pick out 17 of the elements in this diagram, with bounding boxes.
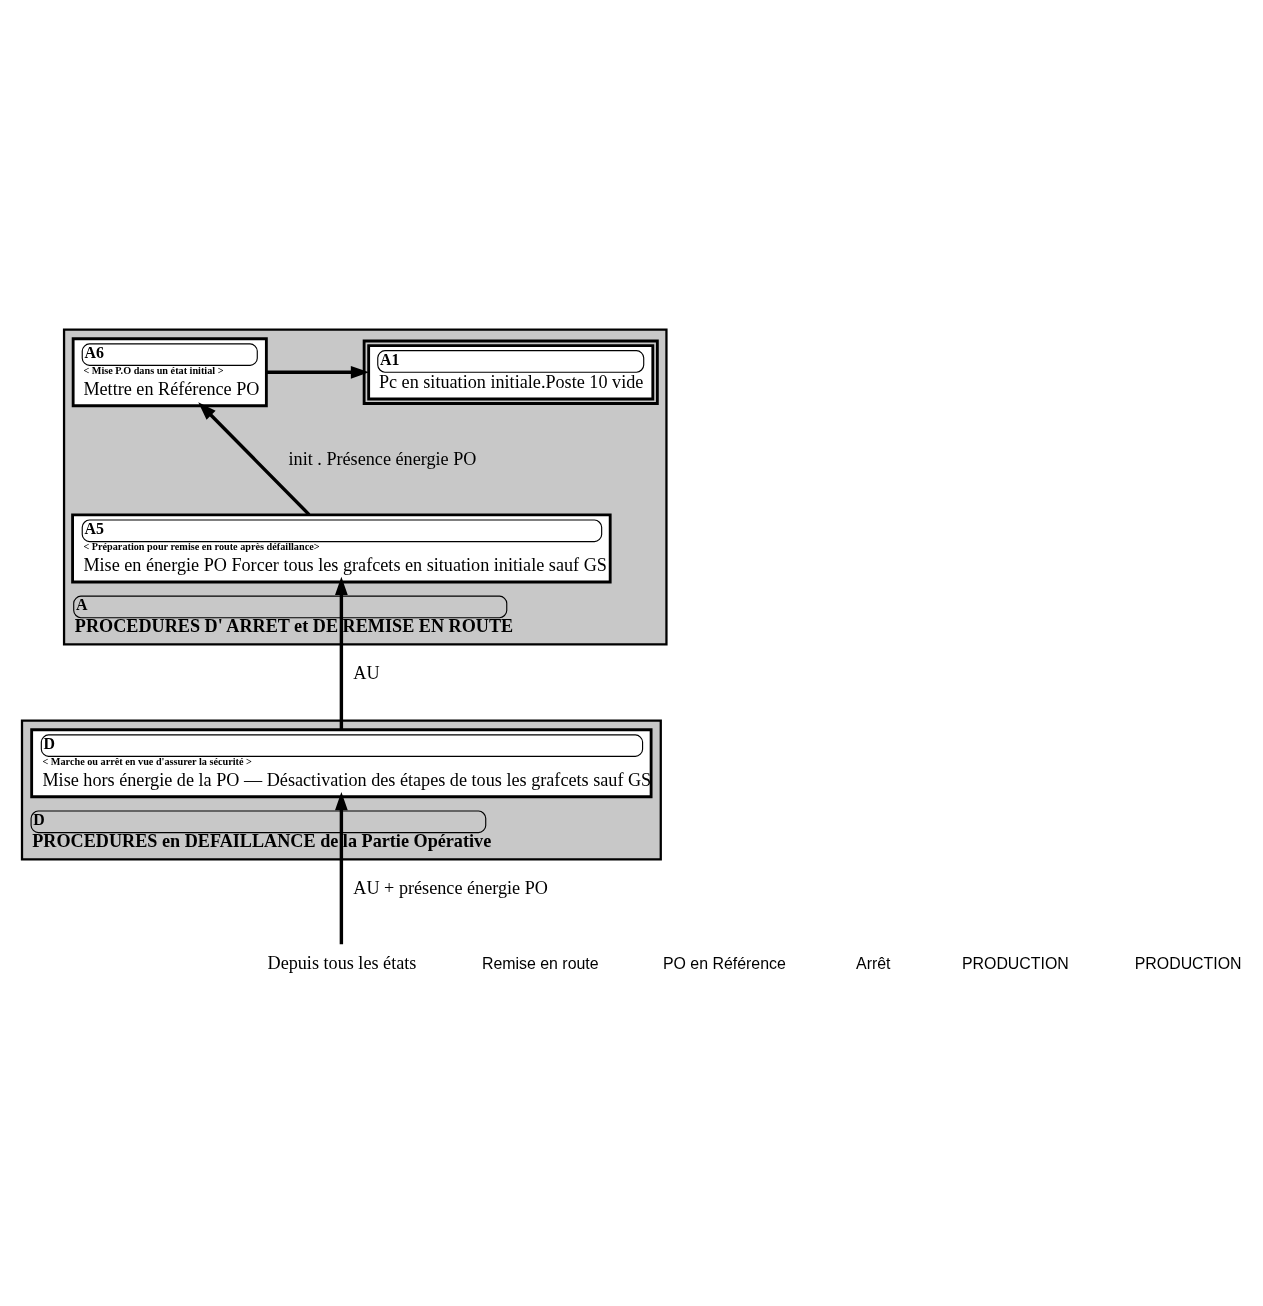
label: Arrêt	[856, 955, 891, 973]
node-box: A1 Pc en situation initiale.Poste 10 vide	[362, 339, 659, 405]
arrow	[335, 576, 348, 730]
edge-label: AU	[353, 663, 380, 684]
label: PRODUCTION	[961, 955, 1069, 973]
label: PRODUCTION	[1134, 955, 1242, 973]
arrow	[335, 791, 348, 945]
edge-label: AU + présence énergie PO	[353, 878, 548, 899]
node-box: A6 < Mise P.O dans un état initial > Mettre en Référence PO	[71, 337, 268, 408]
node-box: D < Marche ou arrêt en vue d'assurer la sécurité > Mise hors énergie de la PO — Désactivation des étapes de tous les grafcets sauf GS	[30, 728, 653, 799]
arrow	[198, 402, 311, 516]
label: Remise en route	[481, 955, 599, 973]
arrow	[266, 365, 370, 379]
node-text: Depuis tous les états	[267, 953, 417, 974]
node-box: A5 < Préparation pour remise en route après défaillance> Mise en énergie PO Forcer tous les grafcets en situation initiale sauf GS	[71, 513, 612, 584]
edge-label: init . Présence énergie PO	[288, 448, 477, 469]
label: PO en Référence	[662, 955, 786, 973]
